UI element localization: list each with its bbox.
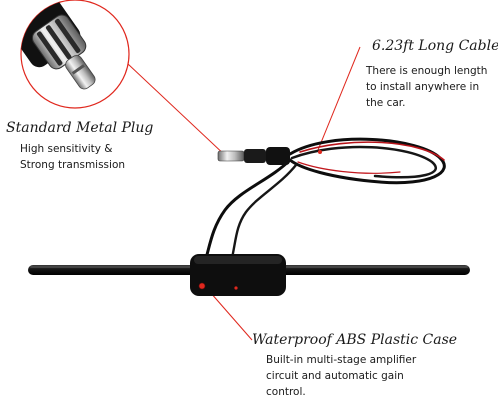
plug-callout-title: Standard Metal Plug — [6, 120, 154, 136]
callout-leader-lines — [127, 46, 361, 341]
cable-callout-line: the car. — [366, 97, 406, 109]
cable-plug — [217, 147, 322, 165]
plug-callout-line: Strong transmission — [20, 159, 126, 171]
cable-callout-line: to install anywhere in — [366, 81, 480, 93]
case-callout-line: Built-in multi-stage amplifier — [266, 354, 417, 366]
case-callout-text: Built-in multi-stage amplifier circuit a… — [266, 352, 416, 400]
cable-coil — [203, 137, 446, 264]
cable-callout-line: There is enough length — [366, 65, 488, 77]
case-callout-line: control. — [266, 386, 306, 398]
plug-callout-line: High sensitivity & — [20, 143, 113, 155]
plug-callout-text: High sensitivity & Strong transmission — [20, 141, 125, 173]
case-callout-title: Waterproof ABS Plastic Case — [252, 332, 458, 348]
cable-callout-text: There is enough length to install anywhe… — [366, 63, 487, 111]
case-callout-line: circuit and automatic gain — [266, 370, 404, 382]
cable-callout-title: 6.23ft Long Cable — [372, 38, 498, 54]
amplifier-case — [190, 254, 286, 296]
plug-zoom-circle — [20, 0, 130, 109]
